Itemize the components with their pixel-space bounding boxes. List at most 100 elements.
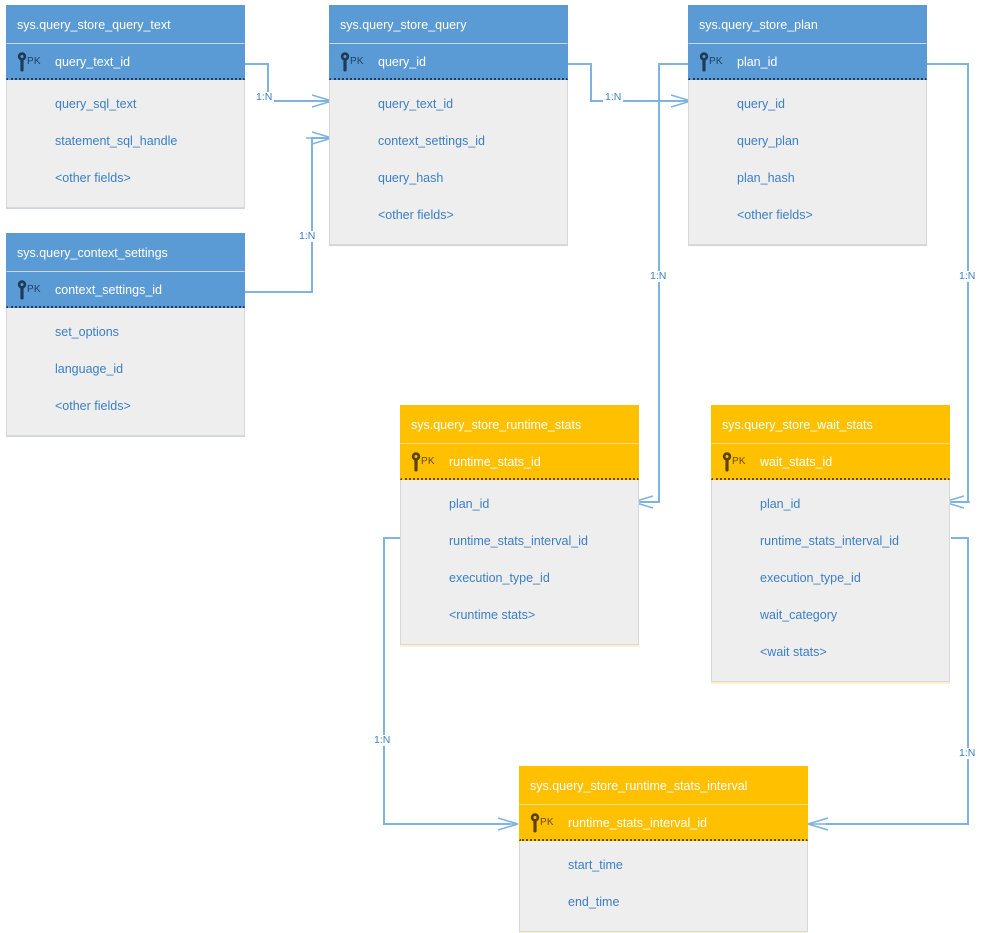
- field-row: start_time: [568, 858, 623, 872]
- entity-title: sys.query_context_settings: [6, 233, 245, 272]
- field-row: plan_hash: [737, 171, 795, 185]
- rel2-crowsfoot-icon: [306, 129, 333, 147]
- field-row: plan_id: [449, 497, 490, 511]
- pk-field-name: query_id: [378, 55, 426, 69]
- pk-label: PK: [421, 456, 435, 467]
- entity-query-store-query[interactable]: sys.query_store_query PK query_id query_…: [329, 5, 568, 245]
- field-row: <other fields>: [55, 171, 131, 185]
- field-row: query_plan: [737, 134, 799, 148]
- entity-fields: plan_id runtime_stats_interval_id execut…: [400, 480, 639, 645]
- field-row: runtime_stats_interval_id: [760, 534, 899, 548]
- rel7-seg-h1: [951, 537, 969, 539]
- rel3-cardinality: 1:N: [603, 91, 624, 103]
- rel3-seg-h2: [590, 100, 692, 102]
- rel3-seg-v: [590, 63, 592, 101]
- pk-label: PK: [732, 456, 746, 467]
- primary-key-row[interactable]: PK query_text_id: [6, 44, 245, 80]
- field-row: plan_id: [760, 497, 801, 511]
- rel1-cardinality: 1:N: [254, 91, 275, 103]
- primary-key-row[interactable]: PK runtime_stats_interval_id: [519, 805, 808, 841]
- rel1-seg-v: [267, 63, 269, 101]
- field-row: wait_category: [760, 608, 838, 622]
- primary-key-row[interactable]: PK plan_id: [688, 44, 927, 80]
- entity-fields: start_time end_time: [519, 841, 808, 932]
- entity-fields: set_options language_id <other fields>: [6, 308, 245, 436]
- pk-field-name: query_text_id: [55, 55, 131, 69]
- key-icon: [530, 813, 540, 833]
- field-row: <other fields>: [737, 208, 813, 222]
- rel2-seg-v: [311, 138, 313, 291]
- pk-label: PK: [709, 56, 723, 67]
- rel4-seg-v: [658, 63, 660, 502]
- entity-fields: plan_id runtime_stats_interval_id execut…: [711, 480, 950, 682]
- entity-title: sys.query_store_query: [329, 5, 568, 44]
- entity-title: sys.query_store_query_text: [6, 5, 245, 44]
- primary-key-row[interactable]: PK runtime_stats_id: [400, 444, 639, 480]
- rel6-seg-v: [383, 537, 385, 824]
- pk-field-name: context_settings_id: [55, 283, 163, 297]
- pk-field-name: wait_stats_id: [760, 455, 833, 469]
- field-row: <wait stats>: [760, 645, 827, 659]
- field-row: query_id: [737, 97, 785, 111]
- pk-label: PK: [27, 284, 41, 295]
- rel2-cardinality: 1:N: [297, 230, 318, 242]
- entity-fields: query_id query_plan plan_hash <other fie…: [688, 80, 927, 245]
- field-row: context_settings_id: [378, 134, 486, 148]
- rel1-seg-h1: [245, 63, 269, 65]
- rel5-seg-v: [967, 63, 969, 502]
- rel3-crowsfoot-icon: [665, 92, 692, 110]
- field-row: execution_type_id: [449, 571, 550, 585]
- field-row: query_text_id: [378, 97, 454, 111]
- key-icon: [699, 52, 709, 72]
- rel3-seg-h1: [568, 63, 592, 65]
- rel2-seg-h1: [245, 291, 313, 293]
- entity-query-store-runtime-stats[interactable]: sys.query_store_runtime_stats PK runtime…: [400, 405, 639, 645]
- field-row: execution_type_id: [760, 571, 861, 585]
- rel4-cardinality: 1:N: [648, 270, 669, 282]
- field-row: statement_sql_handle: [55, 134, 178, 148]
- rel6-crowsfoot-icon: [492, 815, 519, 833]
- rel7-seg-v: [967, 537, 969, 824]
- rel6-cardinality: 1:N: [372, 734, 393, 746]
- primary-key-row[interactable]: PK context_settings_id: [6, 272, 245, 308]
- key-icon: [17, 52, 27, 72]
- key-icon: [340, 52, 350, 72]
- entity-title: sys.query_store_runtime_stats_interval: [519, 766, 808, 805]
- primary-key-row[interactable]: PK wait_stats_id: [711, 444, 950, 480]
- key-icon: [17, 280, 27, 300]
- entity-fields: query_text_id context_settings_id query_…: [329, 80, 568, 245]
- field-row: runtime_stats_interval_id: [449, 534, 588, 548]
- rel1-seg-h2: [267, 100, 333, 102]
- pk-label: PK: [350, 56, 364, 67]
- field-row: language_id: [55, 362, 124, 376]
- pk-field-name: runtime_stats_id: [449, 455, 541, 469]
- entity-query-store-plan[interactable]: sys.query_store_plan PK plan_id query_id…: [688, 5, 927, 245]
- field-row: <other fields>: [378, 208, 454, 222]
- field-row: query_sql_text: [55, 97, 137, 111]
- entity-title: sys.query_store_wait_stats: [711, 405, 950, 444]
- rel5-seg-h1: [927, 63, 969, 65]
- rel6-seg-h1: [383, 537, 403, 539]
- rel7-seg-h2: [826, 823, 969, 825]
- pk-field-name: plan_id: [737, 55, 778, 69]
- rel4-seg-h1: [658, 63, 690, 65]
- key-icon: [722, 452, 732, 472]
- field-row: <runtime stats>: [449, 608, 536, 622]
- rel5-cardinality: 1:N: [957, 270, 978, 282]
- entity-title: sys.query_store_runtime_stats: [400, 405, 639, 444]
- primary-key-row[interactable]: PK query_id: [329, 44, 568, 80]
- pk-label: PK: [540, 817, 554, 828]
- field-row: end_time: [568, 895, 620, 909]
- field-row: <other fields>: [55, 399, 131, 413]
- pk-label: PK: [27, 56, 41, 67]
- entity-query-store-wait-stats[interactable]: sys.query_store_wait_stats PK wait_stats…: [711, 405, 950, 682]
- rel7-crowsfoot-icon: [807, 815, 834, 833]
- entity-query-store-query-text[interactable]: sys.query_store_query_text PK query_text…: [6, 5, 245, 208]
- rel1-crowsfoot-icon: [306, 92, 333, 110]
- entity-query-context-settings[interactable]: sys.query_context_settings PK context_se…: [6, 233, 245, 436]
- entity-fields: query_sql_text statement_sql_handle <oth…: [6, 80, 245, 208]
- field-row: query_hash: [378, 171, 444, 185]
- entity-query-store-runtime-stats-interval[interactable]: sys.query_store_runtime_stats_interval P…: [519, 766, 808, 932]
- rel6-seg-h2: [383, 823, 510, 825]
